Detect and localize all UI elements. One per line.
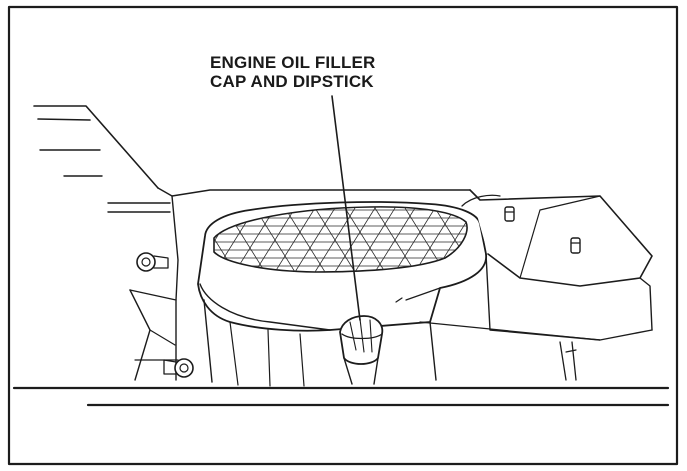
- stud-front: [504, 206, 515, 222]
- valve-cover-right: [419, 189, 653, 381]
- engine-block-left: [33, 105, 471, 381]
- bolt-upper-left: [136, 252, 169, 272]
- callout-line-2: CAP AND DIPSTICK: [210, 72, 374, 91]
- bolt-lower-left: [163, 358, 194, 378]
- oil-filler-cap: [339, 315, 384, 385]
- callout-label: ENGINE OIL FILLER CAP AND DIPSTICK: [210, 53, 440, 91]
- callout-line-1: ENGINE OIL FILLER: [210, 53, 376, 72]
- air-cleaner-screen: [214, 206, 468, 272]
- callout-leader-line: [331, 95, 361, 321]
- figure-border: [7, 5, 679, 466]
- stud-rear: [570, 237, 581, 254]
